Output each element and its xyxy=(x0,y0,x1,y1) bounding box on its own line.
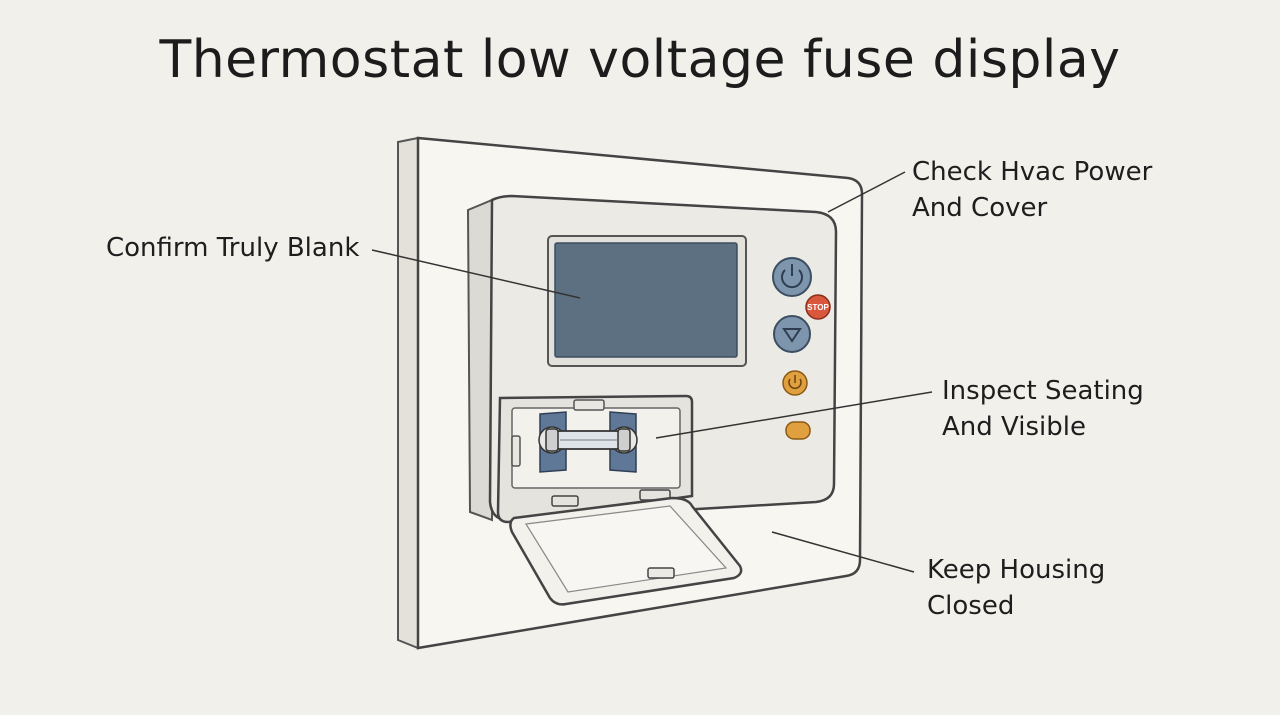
callout-line: Closed xyxy=(927,591,1015,621)
stop-badge: STOP xyxy=(805,294,831,320)
callout-line: Keep Housing xyxy=(927,555,1106,585)
power-icon xyxy=(781,264,803,289)
power-icon xyxy=(788,375,802,389)
stop-badge-text: STOP xyxy=(807,303,829,312)
fuse-door-inner xyxy=(524,505,728,593)
power-button[interactable] xyxy=(772,257,812,297)
callout-hvac-power: Check Hvac Power And Cover xyxy=(912,154,1152,226)
callout-line: And Cover xyxy=(912,193,1048,223)
mode-button[interactable] xyxy=(785,421,811,440)
callout-line: Confirm Truly Blank xyxy=(106,233,360,263)
callout-line: Inspect Seating xyxy=(942,376,1144,406)
callout-inspect-seating: Inspect Seating And Visible xyxy=(942,373,1144,445)
hinge-left xyxy=(551,495,579,507)
down-arrow-icon xyxy=(782,328,802,343)
callout-line: And Visible xyxy=(942,412,1086,442)
door-tab xyxy=(647,567,675,579)
leader-hvac xyxy=(827,171,906,213)
leader-seating xyxy=(655,391,933,439)
glass-fuse xyxy=(545,428,631,452)
page-title: Thermostat low voltage fuse display xyxy=(159,30,1121,90)
compartment-latch xyxy=(573,399,605,411)
stop-icon xyxy=(805,294,831,320)
wall-plate-edge xyxy=(397,136,419,650)
leader-blank xyxy=(371,249,581,299)
aux-power-button[interactable] xyxy=(782,370,808,396)
callout-keep-housing: Keep Housing Closed xyxy=(927,552,1105,624)
down-button[interactable] xyxy=(773,315,811,353)
display-screen xyxy=(554,242,738,358)
leader-housing xyxy=(771,531,915,573)
compartment-side-tab xyxy=(511,435,521,467)
callout-confirm-blank: Confirm Truly Blank xyxy=(106,230,359,266)
callout-line: Check Hvac Power xyxy=(912,157,1153,187)
housing-side xyxy=(466,198,493,522)
